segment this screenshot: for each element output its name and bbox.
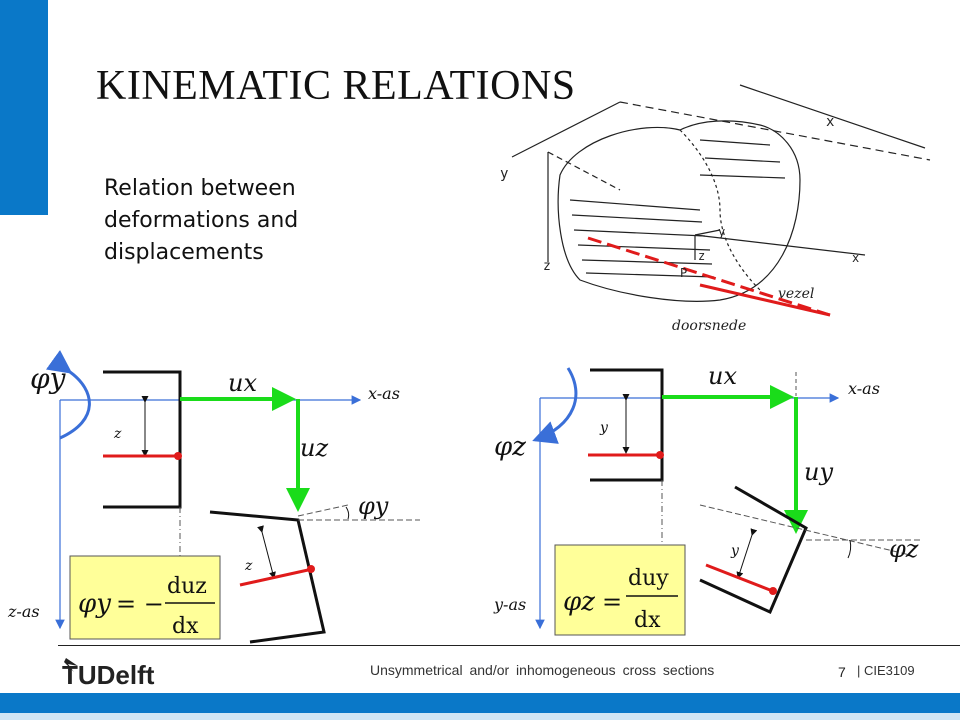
sketch-p-label: P — [680, 266, 687, 280]
sketch-doorsnede-label: doorsnede — [672, 318, 746, 334]
phi-y-rotation-label: φy — [30, 362, 67, 395]
bottom-light-bar — [0, 713, 960, 720]
fibre-line-solid — [699, 283, 831, 317]
subtitle-line: displacements — [104, 240, 264, 265]
phi-z-rotation-label: φz — [494, 432, 526, 462]
formula-box-left — [69, 555, 221, 640]
right-diagram — [532, 367, 920, 636]
logo-wordmark: TUDelft — [62, 660, 155, 688]
x-as-label-left: x-as — [368, 384, 400, 403]
sketch-z-label: z — [543, 259, 551, 274]
formula-op-left: = − — [116, 590, 164, 618]
formula-num-right: duy — [628, 566, 669, 591]
formula-lhs-left: φy — [78, 589, 111, 619]
y-coord-label-rotated: y — [730, 543, 740, 559]
phi-y-angle-label: φy — [358, 492, 389, 520]
tudelft-logo: TUDelft — [62, 658, 155, 688]
ux-label-left: ux — [228, 369, 257, 397]
z-coord-label-rotated: z — [244, 558, 253, 574]
uz-label: uz — [300, 434, 328, 462]
slide-title: KINEMATIC RELATIONS — [96, 63, 576, 109]
phi-z-angle-label: φz — [889, 535, 919, 563]
sketch-y-label: y — [500, 166, 508, 182]
sketch-x2-label: x — [852, 251, 859, 265]
ux-label-right: ux — [708, 362, 737, 390]
formula-lhs-right: φz — [563, 587, 595, 617]
formula-den-left: dx — [172, 614, 199, 639]
rotated-section-left — [209, 510, 326, 644]
formula-op-right: = — [602, 588, 622, 616]
section-right — [590, 368, 664, 482]
subtitle-line: Relation between — [104, 176, 296, 201]
page-number: 7 — [838, 664, 846, 680]
footer-caption: Unsymmetrical and/or inhomogeneous cross… — [370, 662, 715, 678]
section-left — [103, 370, 182, 509]
accent-bar — [0, 0, 48, 215]
formula-num-left: duz — [167, 574, 207, 599]
subtitle: Relation between deformations and displa… — [104, 173, 354, 269]
rotation-arrow-right — [532, 367, 578, 444]
fibre-line — [587, 236, 831, 317]
sketch-z2-label: z — [698, 249, 705, 263]
y-coord-label: y — [599, 420, 609, 436]
footer-divider — [58, 645, 960, 646]
uy-label: uy — [804, 458, 833, 486]
z-coord-label: z — [113, 426, 122, 442]
bottom-accent-bar — [0, 693, 960, 713]
x-as-label-right: x-as — [848, 379, 880, 398]
y-as-label: y-as — [493, 595, 526, 614]
sketch-vezel-label: vezel — [778, 286, 814, 302]
subtitle-line: deformations and — [104, 208, 299, 233]
sketch-y2-label: y — [718, 225, 725, 239]
formula-den-right: dx — [634, 608, 661, 633]
course-code: | CIE3109 — [857, 663, 915, 678]
left-diagram — [45, 349, 420, 644]
rotation-arrow-left — [45, 349, 91, 440]
beam-sketch — [511, 84, 931, 302]
formula-box-right — [554, 544, 686, 636]
rotated-section-right — [699, 485, 808, 615]
z-as-label: z-as — [7, 602, 40, 621]
sketch-x-label: x — [826, 114, 834, 130]
